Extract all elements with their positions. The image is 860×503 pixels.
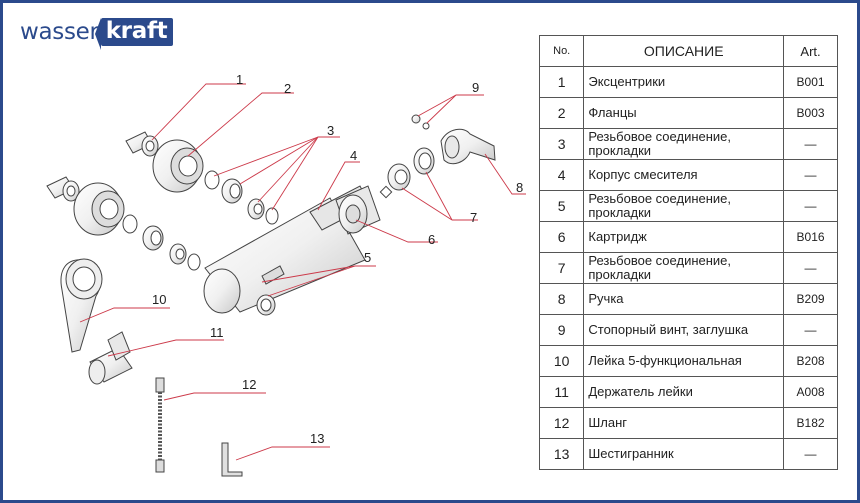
cell-art: —	[783, 128, 838, 160]
header-art: Art.	[783, 35, 838, 67]
cell-art: —	[783, 159, 838, 191]
part-nut-3a	[221, 178, 243, 204]
callout-6: 6	[428, 232, 435, 247]
cell-art: B003	[783, 97, 838, 129]
cell-description: Эксцентрики	[583, 66, 785, 98]
header-description: ОПИСАНИЕ	[583, 35, 785, 67]
cell-description: Шестигранник	[583, 438, 785, 470]
cell-description: Фланцы	[583, 97, 785, 129]
cell-art: —	[783, 190, 838, 222]
part-hex-key	[221, 442, 243, 477]
cell-no: 1	[538, 66, 585, 98]
part-gasket-5	[256, 294, 276, 316]
cell-no: 6	[538, 221, 585, 253]
cell-description: Картридж	[583, 221, 785, 253]
cell-description: Корпус смесителя	[583, 159, 785, 191]
part-gasket-3d	[187, 253, 201, 271]
cell-description: Ручка	[583, 283, 785, 315]
callout-12: 12	[242, 377, 256, 392]
cell-no: 7	[538, 252, 585, 284]
cell-art: B209	[783, 283, 838, 315]
logo-wasser: wasser	[20, 19, 99, 45]
part-hose	[155, 377, 165, 473]
part-eccentric-lower	[46, 176, 80, 202]
part-nipple-3b	[169, 243, 187, 265]
part-shower-head	[60, 258, 103, 353]
part-handle	[440, 128, 496, 165]
cell-description: Резьбовое соединение, прокладки	[583, 252, 785, 284]
table-header-row: No. ОПИСАНИЕ Art.	[538, 35, 838, 67]
part-gasket-3a	[204, 170, 220, 190]
cell-art: —	[783, 252, 838, 284]
part-cap	[422, 122, 430, 130]
cell-art: —	[783, 438, 838, 470]
callout-13: 13	[310, 431, 324, 446]
part-gasket-3b	[265, 207, 279, 225]
callout-1: 1	[236, 72, 243, 87]
cell-no: 5	[538, 190, 585, 222]
part-nipple-3a	[247, 198, 265, 220]
part-flange-upper	[152, 139, 204, 193]
cell-no: 4	[538, 159, 585, 191]
part-shower-holder	[88, 331, 133, 385]
cell-description: Резьбовое соединение, прокладки	[583, 190, 785, 222]
part-flange-lower	[73, 182, 125, 236]
cell-description: Стопорный винт, заглушка	[583, 314, 785, 346]
cell-art: —	[783, 314, 838, 346]
cell-no: 8	[538, 283, 585, 315]
header-no: No.	[538, 35, 585, 67]
cell-description: Шланг	[583, 407, 785, 439]
callout-5: 5	[364, 250, 371, 265]
part-nut-7	[387, 163, 411, 191]
part-nut-3b	[142, 225, 164, 251]
part-gasket-3c	[122, 214, 138, 234]
callout-4: 4	[350, 148, 357, 163]
cell-description: Лейка 5-функциональная	[583, 345, 785, 377]
cell-no: 13	[538, 438, 585, 470]
cell-no: 3	[538, 128, 585, 160]
cell-no: 12	[538, 407, 585, 439]
part-cartridge	[335, 185, 393, 235]
cell-art: B182	[783, 407, 838, 439]
callout-10: 10	[152, 292, 166, 307]
leader-lines	[79, 83, 526, 461]
cell-art: B001	[783, 66, 838, 98]
cell-no: 11	[538, 376, 585, 408]
callout-7: 7	[470, 210, 477, 225]
cell-art: B016	[783, 221, 838, 253]
callout-9: 9	[472, 80, 479, 95]
cell-description: Держатель лейки	[583, 376, 785, 408]
cell-no: 2	[538, 97, 585, 129]
callout-8: 8	[516, 180, 523, 195]
cell-art: B208	[783, 345, 838, 377]
cell-art: A008	[783, 376, 838, 408]
part-eccentric-upper	[125, 131, 159, 157]
callout-2: 2	[284, 81, 291, 96]
part-set-screw	[411, 114, 421, 124]
callout-3: 3	[327, 123, 334, 138]
cell-no: 10	[538, 345, 585, 377]
cell-no: 9	[538, 314, 585, 346]
cell-description: Резьбовое соединение, прокладки	[583, 128, 785, 160]
part-ring-7	[413, 147, 435, 175]
callout-11: 11	[210, 325, 224, 340]
logo-kraft: kraft	[94, 18, 174, 50]
